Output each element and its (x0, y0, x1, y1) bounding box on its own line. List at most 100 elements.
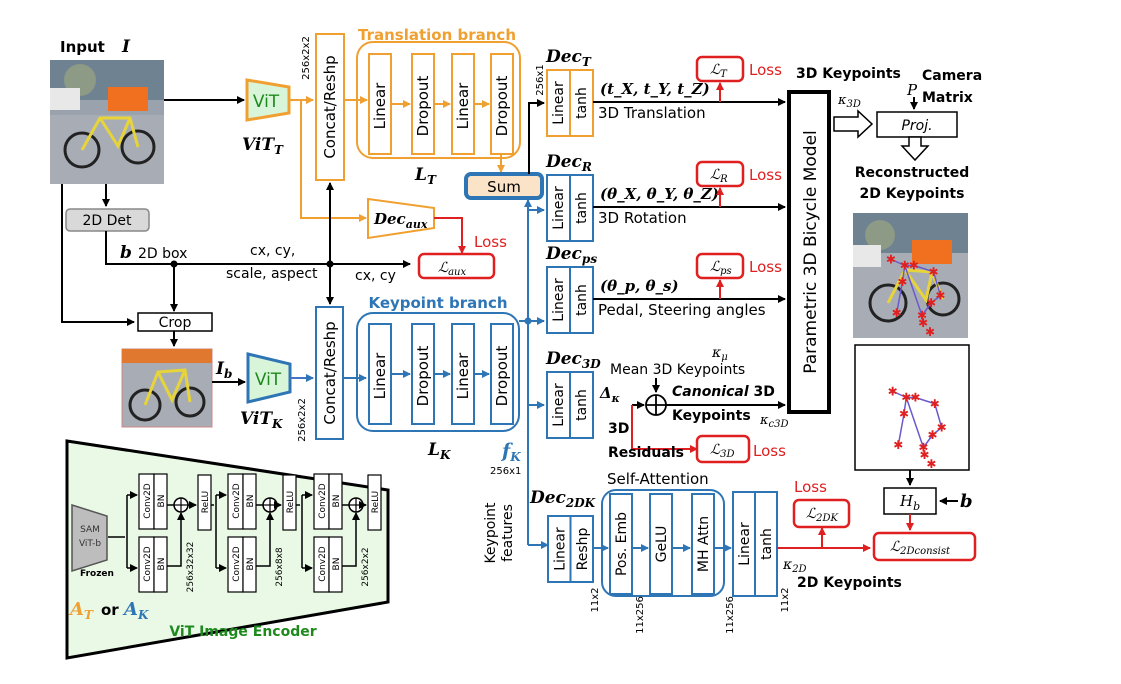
translation-branch-name: LT (414, 165, 437, 187)
reconstructed-image: ✱✱✱✱✱✱✱✱✱✱✱ (853, 213, 968, 339)
keypoints3d-label: 3D Keypoints (796, 66, 901, 82)
conv2d-label: Conv2D (318, 546, 328, 582)
crop-output-symbol: Ib (215, 359, 232, 381)
decoder-loss-label: Loss (749, 61, 782, 79)
dec2dk-layer: Linear (737, 522, 753, 566)
keypoint-marker: ✱ (925, 325, 935, 339)
decoder-output: (t_X, t_Y, t_Z) (600, 80, 710, 98)
keypoint-marker: ✱ (926, 296, 936, 310)
or-label: or (101, 601, 119, 619)
decoder-layer-linear: Linear (551, 81, 567, 125)
keypoint-marker: ✱ (926, 457, 936, 471)
keypoint-marker: ✱ (920, 448, 930, 462)
aux-loss-symbol: ℒaux (438, 260, 466, 278)
keypoints3d-symbol: κ3D (837, 93, 861, 110)
keypoint-marker: ✱ (927, 428, 937, 442)
keypoint-marker: ✱ (937, 421, 947, 435)
decoder-layer-tanh: tanh (574, 87, 590, 119)
bn-label: BN (332, 495, 342, 508)
keypoint-marker: ✱ (888, 384, 898, 398)
bn-label: BN (246, 558, 256, 571)
decoder-loss-box (695, 252, 745, 280)
ak-symbol: AK (122, 599, 149, 622)
cropped-image (121, 348, 213, 428)
translation-concat-label: Concat/Reshp (321, 55, 339, 158)
bn-label: BN (157, 495, 167, 508)
attention-layer (691, 493, 715, 595)
relu-label: ReLU (286, 491, 296, 514)
aux-loss-box (417, 252, 496, 280)
decoder-output-label: 3D Translation (598, 104, 706, 122)
branch-layer-label: Dropout (493, 346, 511, 407)
keypoint-edge (922, 434, 934, 448)
translation-concat-block (315, 33, 345, 181)
residuals-line2: Residuals (608, 445, 684, 461)
bn-block (153, 473, 168, 530)
decoder-loss-symbol: ℒps (710, 259, 732, 277)
keypoint-marker: ✱ (900, 259, 910, 273)
camera-line2: Matrix (922, 90, 973, 106)
branch-layer-label: Linear (371, 82, 389, 129)
relu-block (197, 474, 212, 531)
keypoint-marker: ✱ (917, 309, 927, 323)
keypoint-concat-dim: 256x2x2 (297, 398, 308, 442)
attention-layer (609, 493, 633, 595)
relu-block (282, 474, 297, 531)
dec2dk-layer: Linear (552, 527, 568, 571)
dec-aux-name: Decaux (373, 210, 428, 231)
keypoint-branch-title: Keypoint branch (368, 294, 507, 312)
bn-block (328, 473, 343, 530)
dec2dk-loss-box (792, 498, 851, 529)
keypoint-branch-group (356, 312, 520, 432)
input-symbol: I (121, 37, 131, 57)
branch-layer-label: Dropout (414, 76, 432, 137)
bn-block (242, 536, 257, 593)
branch-layer-label: Dropout (493, 76, 511, 137)
decoder-output-label: Pedal, Steering angles (598, 301, 766, 319)
attention-layer-label: Pos. Emb (614, 512, 630, 576)
keypoint-edge (901, 265, 906, 282)
keypoint-marker: ✱ (935, 289, 945, 303)
input-image (50, 60, 164, 184)
keypoint-edge (932, 271, 942, 296)
dec2dk-layer: Reshp (575, 528, 591, 571)
branch-layer-label: Dropout (414, 346, 432, 407)
keypoint-edge (913, 264, 934, 273)
keypoint-marker: ✱ (893, 438, 903, 452)
decoder-loss-symbol: ℒR (710, 167, 728, 185)
dec2dk-name: Dec2DK (529, 488, 596, 510)
keypoint-edge (903, 397, 908, 414)
box-params-line2: scale, aspect (226, 266, 318, 282)
kp3d-arrow (833, 109, 874, 139)
dec2dk-dim: 11x256 (635, 596, 646, 634)
branch-layer-label: Linear (454, 82, 472, 129)
aux-loss-label: Loss (474, 233, 507, 251)
translation-branch-title: Translation branch (358, 26, 516, 44)
bn-label: BN (246, 495, 256, 508)
fk-caption-2: features (500, 504, 516, 562)
dec-r-name: DecR (545, 152, 592, 174)
bn-block (328, 536, 343, 593)
dec3d-output: Δκ (599, 384, 620, 405)
canonical-line2: Keypoints (672, 408, 751, 424)
vit-t-label: ViT (253, 92, 280, 112)
dec3d-loss-label: Loss (753, 442, 786, 460)
relu-block (367, 474, 382, 531)
residuals-line1: 3D (608, 421, 629, 437)
branch-layer-label: Linear (371, 352, 389, 399)
canonical-line1: Canonical 3D (672, 384, 775, 400)
decoder-layer-linear: Linear (551, 383, 567, 427)
hb-input: b (960, 491, 973, 512)
decoder-layer-linear: Linear (551, 278, 567, 322)
dec-t-name: DecT (545, 47, 592, 69)
conv2d-label: Conv2D (232, 546, 242, 582)
keypoint-edge (922, 447, 926, 456)
encoder-title: ViT Image Encoder (169, 624, 316, 640)
aux-params-label: cx, cy (355, 268, 396, 284)
keypoint-marker: ✱ (901, 391, 911, 405)
det2d-label: 2D Det (82, 213, 132, 229)
sum-label: Sum (487, 178, 521, 196)
proj-down-arrow (900, 136, 930, 162)
translation-concat-dim: 256x2x2 (301, 36, 312, 80)
